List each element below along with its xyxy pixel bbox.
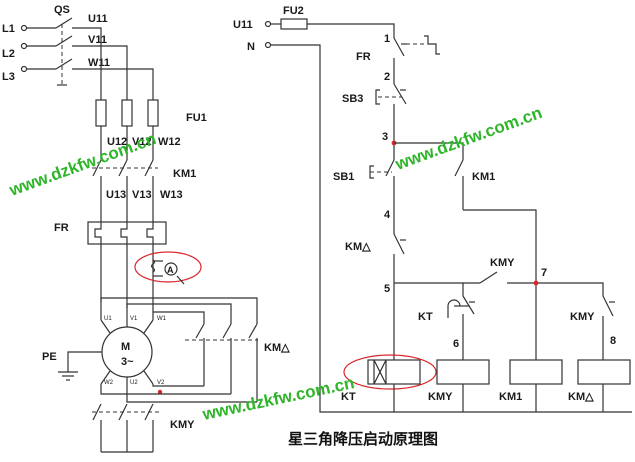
line-label-v11: V11 (88, 34, 107, 46)
km1-coil (509, 359, 563, 385)
kt-contact-label: KT (418, 311, 433, 323)
motor-label: M (121, 341, 130, 353)
km-delta-label: KM△ (264, 342, 290, 354)
sb1-start-button (369, 159, 395, 179)
km1-main-contacts (92, 159, 158, 177)
phase-label-l1: L1 (2, 23, 15, 35)
kmy-star-contacts (92, 403, 160, 453)
terminal-control-line (264, 20, 272, 28)
km-delta-interlock (393, 233, 406, 255)
terminal-l2 (20, 42, 28, 50)
terminal-w1: W1 (157, 316, 167, 322)
kmy-star-label: KMY (170, 419, 195, 431)
line-label-u12: U12 (107, 136, 127, 148)
node-1: 1 (384, 33, 390, 45)
line-label-u13: U13 (106, 189, 126, 201)
kmy-interlock-label: KMY (570, 311, 595, 323)
node-5: 5 (384, 283, 390, 295)
km-delta-contacts (185, 323, 258, 341)
fu1-label: FU1 (186, 112, 207, 124)
line-label-u11: U11 (88, 13, 108, 25)
motor (100, 319, 154, 385)
terminal-u1: U1 (104, 316, 112, 322)
terminal-v2: V2 (157, 380, 165, 386)
kt-delay-contact (447, 295, 475, 318)
neutral-label: N (247, 41, 255, 53)
terminal-neutral (264, 41, 272, 49)
pe-label: PE (42, 351, 57, 363)
fu1-fuses (95, 99, 159, 127)
fr-nc-contact (393, 35, 440, 57)
diagram-caption: 星三角降压启动原理图 (288, 430, 438, 448)
ground-icon (58, 371, 78, 381)
km-delta-interlock-label: KM△ (345, 241, 371, 253)
terminal-w2: W2 (104, 380, 114, 386)
km1-coil-label: KM1 (499, 391, 522, 403)
sb3-label: SB3 (342, 93, 363, 105)
terminal-u2: U2 (130, 380, 138, 386)
line-label-w13: W13 (160, 189, 183, 201)
ammeter: A (134, 251, 202, 285)
control-circuit: U11 N FU2 1 FR 2 SB3 3 (233, 5, 632, 413)
watermark-right: www.dzkfw.com.cn (392, 103, 545, 174)
terminal-v1: V1 (130, 316, 138, 322)
fr-thermal-relay (87, 221, 167, 245)
node-7: 7 (541, 267, 547, 279)
node-6: 6 (453, 338, 459, 350)
kmy-contact (463, 271, 536, 284)
fu2-label: FU2 (283, 5, 304, 17)
node-4: 4 (384, 209, 391, 221)
kt-coil-label: KT (341, 391, 356, 403)
qs-label: QS (54, 4, 70, 16)
node-2: 2 (384, 71, 390, 83)
line-label-v13: V13 (132, 189, 152, 201)
line-label-w12: W12 (158, 136, 181, 148)
fu2-fuse (280, 18, 308, 30)
kmy-coil-label: KMY (428, 391, 453, 403)
fr-label: FR (54, 222, 69, 234)
line-label-v12: V12 (132, 136, 152, 148)
phase-label-l3: L3 (2, 71, 15, 83)
node-3: 3 (382, 131, 388, 143)
terminal-l3 (20, 65, 28, 73)
km1-hold-contact (454, 159, 537, 360)
motor-type-label: 3~ (121, 356, 134, 368)
qs-switch (55, 17, 73, 86)
km1-hold-label: KM1 (472, 171, 495, 183)
terminal-l1 (20, 24, 28, 32)
line-label-w11: W11 (88, 57, 110, 69)
kmy-coil (436, 359, 490, 385)
ammeter-label: A (167, 265, 174, 275)
node-8: 8 (610, 335, 616, 347)
power-circuit: L1 L2 L3 QS U11 V11 W11 FU1 (2, 4, 290, 453)
watermark-bottom: www.dzkfw.com.cn (200, 373, 356, 424)
control-line-label: U11 (233, 19, 253, 31)
fr-contact-label: FR (356, 51, 371, 63)
kmy-interlock (602, 295, 615, 317)
sb3-stop-button (375, 83, 407, 105)
sb1-label: SB1 (333, 171, 354, 183)
km-delta-coil-label: KM△ (568, 391, 594, 403)
kmy-contact-label: KMY (490, 257, 515, 269)
phase-label-l2: L2 (2, 48, 15, 60)
kt-coil (343, 354, 437, 390)
km-delta-coil (577, 359, 631, 385)
km1-main-label: KM1 (173, 168, 196, 180)
